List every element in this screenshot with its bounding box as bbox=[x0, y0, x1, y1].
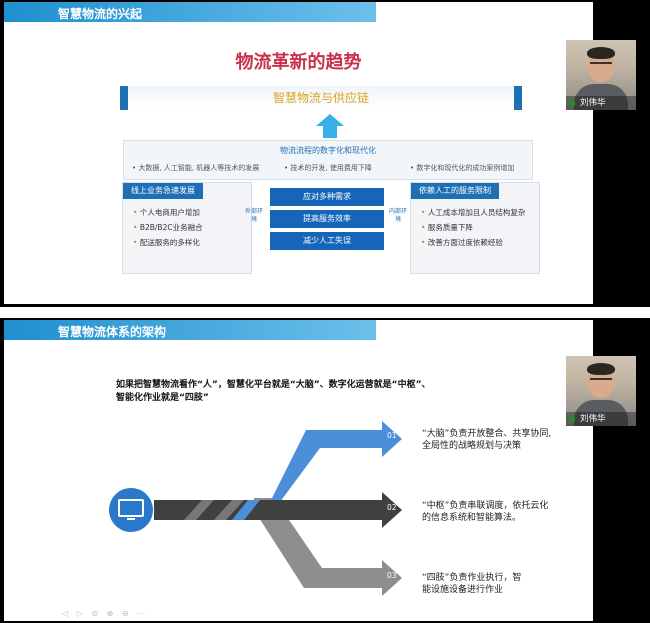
digitalization-item: • 大数据, 人工智能, 机器人等技术的发展 bbox=[132, 164, 260, 172]
online-business-title: 线上业务急速发展 bbox=[123, 183, 203, 199]
point-text-1: “大脑”负责开放整合、共享协同, 全局性的战略规划与决策 bbox=[422, 429, 552, 451]
band-box: 智慧物流与供应链 bbox=[120, 86, 522, 110]
external-env-tag: 外部环境 bbox=[244, 208, 263, 223]
point-text-2: “中枢”负责串联调度，依托云化 的信息系统和智能算法。 bbox=[422, 501, 549, 523]
participant-video-tile[interactable]: 刘伟华 bbox=[566, 356, 636, 426]
point-number-1: 01 bbox=[387, 431, 397, 440]
slide-header-bar bbox=[4, 320, 376, 340]
slide-panel-1: 智慧物流的兴起 物流革新的趋势 智慧物流与供应链 物流流程的数字化和现代化 • … bbox=[0, 0, 650, 307]
monitor-icon bbox=[118, 499, 144, 517]
band-title: 智慧物流与供应链 bbox=[272, 91, 369, 105]
slide-header: 智慧物流体系的架构 bbox=[58, 325, 167, 339]
monitor-circle bbox=[109, 488, 153, 532]
internal-env-tag: 内部环境 bbox=[388, 208, 407, 223]
slide-nav-controls[interactable]: ◁ ▷ ⊘ ⊕ ⊖ ⋯ bbox=[62, 609, 149, 618]
participant-name: 刘伟华 bbox=[566, 96, 636, 110]
point-text-3: “四肢”负责作业执行，智 能设施设备进行作业 bbox=[422, 573, 522, 595]
participant-name: 刘伟华 bbox=[566, 412, 636, 426]
mic-icon bbox=[569, 99, 575, 107]
list-item: • 改善方面过度依赖经验 bbox=[421, 238, 503, 247]
digitalization-box: 物流流程的数字化和现代化 • 大数据, 人工智能, 机器人等技术的发展 • 技术… bbox=[123, 140, 533, 180]
mic-icon bbox=[569, 415, 575, 423]
arrow-03 bbox=[254, 498, 402, 596]
center-box-2: 提高服务效率 bbox=[270, 210, 384, 228]
slide-1: 智慧物流的兴起 物流革新的趋势 智慧物流与供应链 物流流程的数字化和现代化 • … bbox=[4, 2, 593, 304]
list-item: • 服务质量下降 bbox=[421, 223, 473, 232]
digitalization-item: • 技术的开发, 使用费用下降 bbox=[284, 164, 372, 172]
branch-diagram bbox=[109, 421, 402, 596]
point-number-3: 03 bbox=[387, 571, 397, 580]
manual-limit-box: 依赖人工的服务限制 • 人工成本增加且人员结构复杂 • 服务质量下降 • 改善方… bbox=[410, 182, 540, 274]
manual-limit-title: 依赖人工的服务限制 bbox=[411, 183, 499, 199]
participant-video-tile[interactable]: 刘伟华 bbox=[566, 40, 636, 110]
main-title: 物流革新的趋势 bbox=[235, 52, 362, 73]
list-item: • B2B/B2C业务融合 bbox=[133, 223, 203, 232]
slide-header: 智慧物流的兴起 bbox=[58, 7, 143, 21]
arrow-01 bbox=[244, 421, 402, 510]
digitalization-item: • 数字化和现代化的成功案例增加 bbox=[410, 164, 515, 172]
slide-2: 智慧物流体系的架构 如果把智慧物流看作“人”，智慧化平台就是“大脑”、数字化运营… bbox=[4, 320, 593, 621]
arrow-stem bbox=[323, 126, 337, 138]
point-number-2: 02 bbox=[387, 503, 397, 512]
slide-panel-2: 智慧物流体系的架构 如果把智慧物流看作“人”，智慧化平台就是“大脑”、数字化运营… bbox=[0, 318, 650, 623]
center-box-3: 减少人工失误 bbox=[270, 232, 384, 250]
list-item: • 个人电商用户增加 bbox=[133, 208, 200, 217]
center-box-1: 应对多种需求 bbox=[270, 188, 384, 206]
list-item: • 人工成本增加且人员结构复杂 bbox=[421, 208, 526, 217]
digitalization-title: 物流流程的数字化和现代化 bbox=[280, 146, 376, 155]
arrow-up-icon bbox=[316, 114, 344, 126]
online-business-box: 线上业务急速发展 • 个人电商用户增加 • B2B/B2C业务融合 • 配送服务… bbox=[122, 182, 252, 274]
architecture-statement: 如果把智慧物流看作“人”，智慧化平台就是“大脑”、数字化运营就是“中枢”、 智能… bbox=[116, 380, 431, 403]
slide-header-bar bbox=[4, 2, 376, 22]
list-item: • 配送服务的多样化 bbox=[133, 238, 200, 247]
